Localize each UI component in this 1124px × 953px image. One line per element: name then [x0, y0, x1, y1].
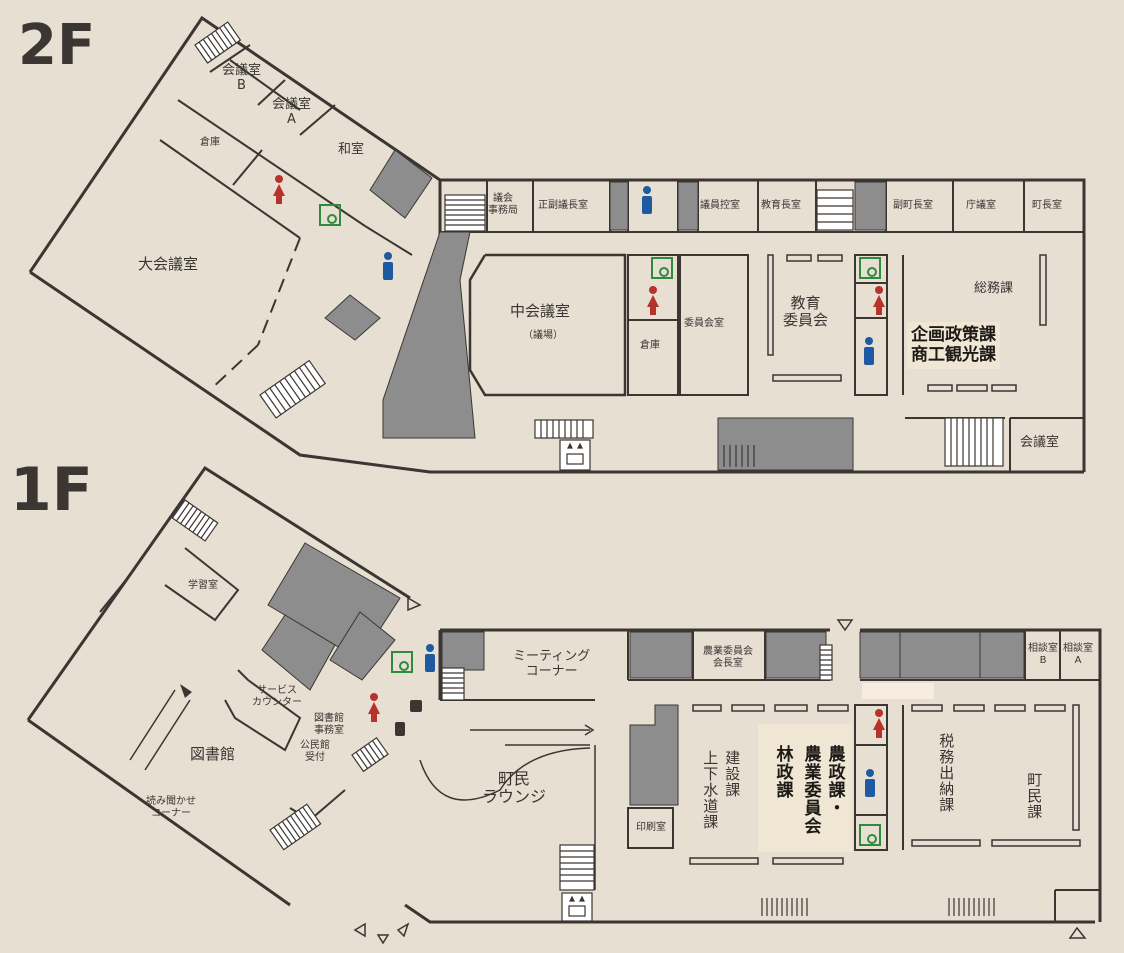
room-kyouikuchoushitsu: 教育長室 — [761, 200, 801, 211]
2f-counters — [767, 254, 1047, 392]
room-choumin: 町民課 — [1025, 772, 1044, 820]
floor-2f-plan — [28, 15, 1086, 474]
2f-west-wing-wall — [28, 15, 441, 273]
room-chougishitsu: 庁議室 — [966, 200, 996, 211]
room-daikaigishitsu: 大会議室 — [138, 255, 199, 273]
room-chomin-lounge: 町民 ラウンジ — [482, 769, 547, 807]
2f-east-block-wall — [440, 178, 1086, 472]
room-kaigishitsu-right: 会議室 — [1020, 435, 1060, 450]
1f-counters — [689, 683, 1081, 865]
room-soudan-a: 相談室 A — [1063, 643, 1093, 666]
room-kikaku-shoukou: 企画政策課 商工観光課 — [907, 322, 1000, 370]
room-gijou: （議場） — [523, 330, 563, 341]
room-seifuku-gichoushitsu: 正副議長室 — [538, 200, 588, 211]
room-kaigishitsu-a: 会議室 A — [272, 97, 312, 127]
room-insatsushitsu: 印刷室 — [636, 822, 666, 833]
floor-label-1f: 1F — [10, 455, 93, 525]
locker-icon — [395, 700, 422, 736]
room-gakushuushitsu: 学習室 — [188, 580, 218, 591]
accessible-restroom-icon — [319, 204, 881, 846]
room-souko-left: 倉庫 — [200, 137, 220, 148]
room-kensetsu: 建設課 — [723, 750, 742, 798]
room-giin-hikaeshitsu: 議員控室 — [700, 200, 740, 211]
room-iinkaishitsu: 委員会室 — [684, 318, 724, 329]
2f-cores — [324, 149, 887, 471]
nousei-area-highlight — [758, 724, 852, 852]
room-toshokan-jimushitsu: 図書館 事務室 — [314, 713, 344, 736]
room-zeimu: 税務出納課 — [937, 733, 956, 813]
1f-west-wing-wall — [26, 465, 411, 721]
room-chouchoushitsu: 町長室 — [1032, 200, 1062, 211]
room-gikai-jimukyoku: 議会 事務局 — [488, 193, 518, 216]
room-meeting-corner: ミーティング コーナー — [513, 649, 591, 679]
room-kaigishitsu-b: 会議室 B — [222, 63, 262, 93]
room-soudan-b: 相談室 B — [1028, 643, 1058, 666]
1f-cores — [261, 542, 1025, 806]
room-chuukaigishitsu: 中会議室 — [510, 302, 571, 320]
room-service-counter: サービス カウンター — [252, 685, 302, 708]
2f-chamber-wall — [468, 253, 627, 397]
room-washitsu: 和室 — [338, 142, 365, 157]
room-nousei: 農政課・ — [824, 745, 845, 817]
room-yomikikase: 読み聞かせ コーナー — [146, 796, 196, 819]
elevator-icon — [561, 892, 593, 922]
room-nougyou-iinkai: 農業委員会 — [800, 745, 821, 835]
room-fukuchouchoushitsu: 副町長室 — [893, 200, 933, 211]
floor-1f-plan — [26, 465, 1102, 924]
room-jougesuidou: 上下水道課 — [701, 750, 720, 830]
1f-stairs-icon — [171, 499, 995, 916]
2f-west-wing-wall-south — [29, 270, 1084, 474]
elevator-icon — [559, 439, 591, 471]
2f-stairs-icon — [194, 21, 1004, 467]
room-souko-center: 倉庫 — [640, 340, 660, 351]
room-nougyou-iinkai-kaichoushitsu: 農業委員会 会長室 — [703, 646, 753, 669]
restroom-female-icon — [273, 175, 885, 738]
restroom-male-icon — [383, 186, 875, 797]
room-ringyou: 林政課 — [772, 745, 793, 799]
lounge-flow-arrows — [129, 684, 596, 890]
room-toshokan: 図書館 — [190, 745, 236, 763]
floor-label-2f: 2F — [18, 13, 96, 78]
room-kyouiku-iinkai: 教育 委員会 — [783, 294, 829, 330]
1f-west-wing-wall-south — [27, 718, 291, 907]
room-soumuka: 総務課 — [974, 281, 1014, 296]
entrance-triangle-icon — [353, 596, 1087, 945]
room-kouminkan-uketsuke: 公民館 受付 — [300, 740, 330, 763]
